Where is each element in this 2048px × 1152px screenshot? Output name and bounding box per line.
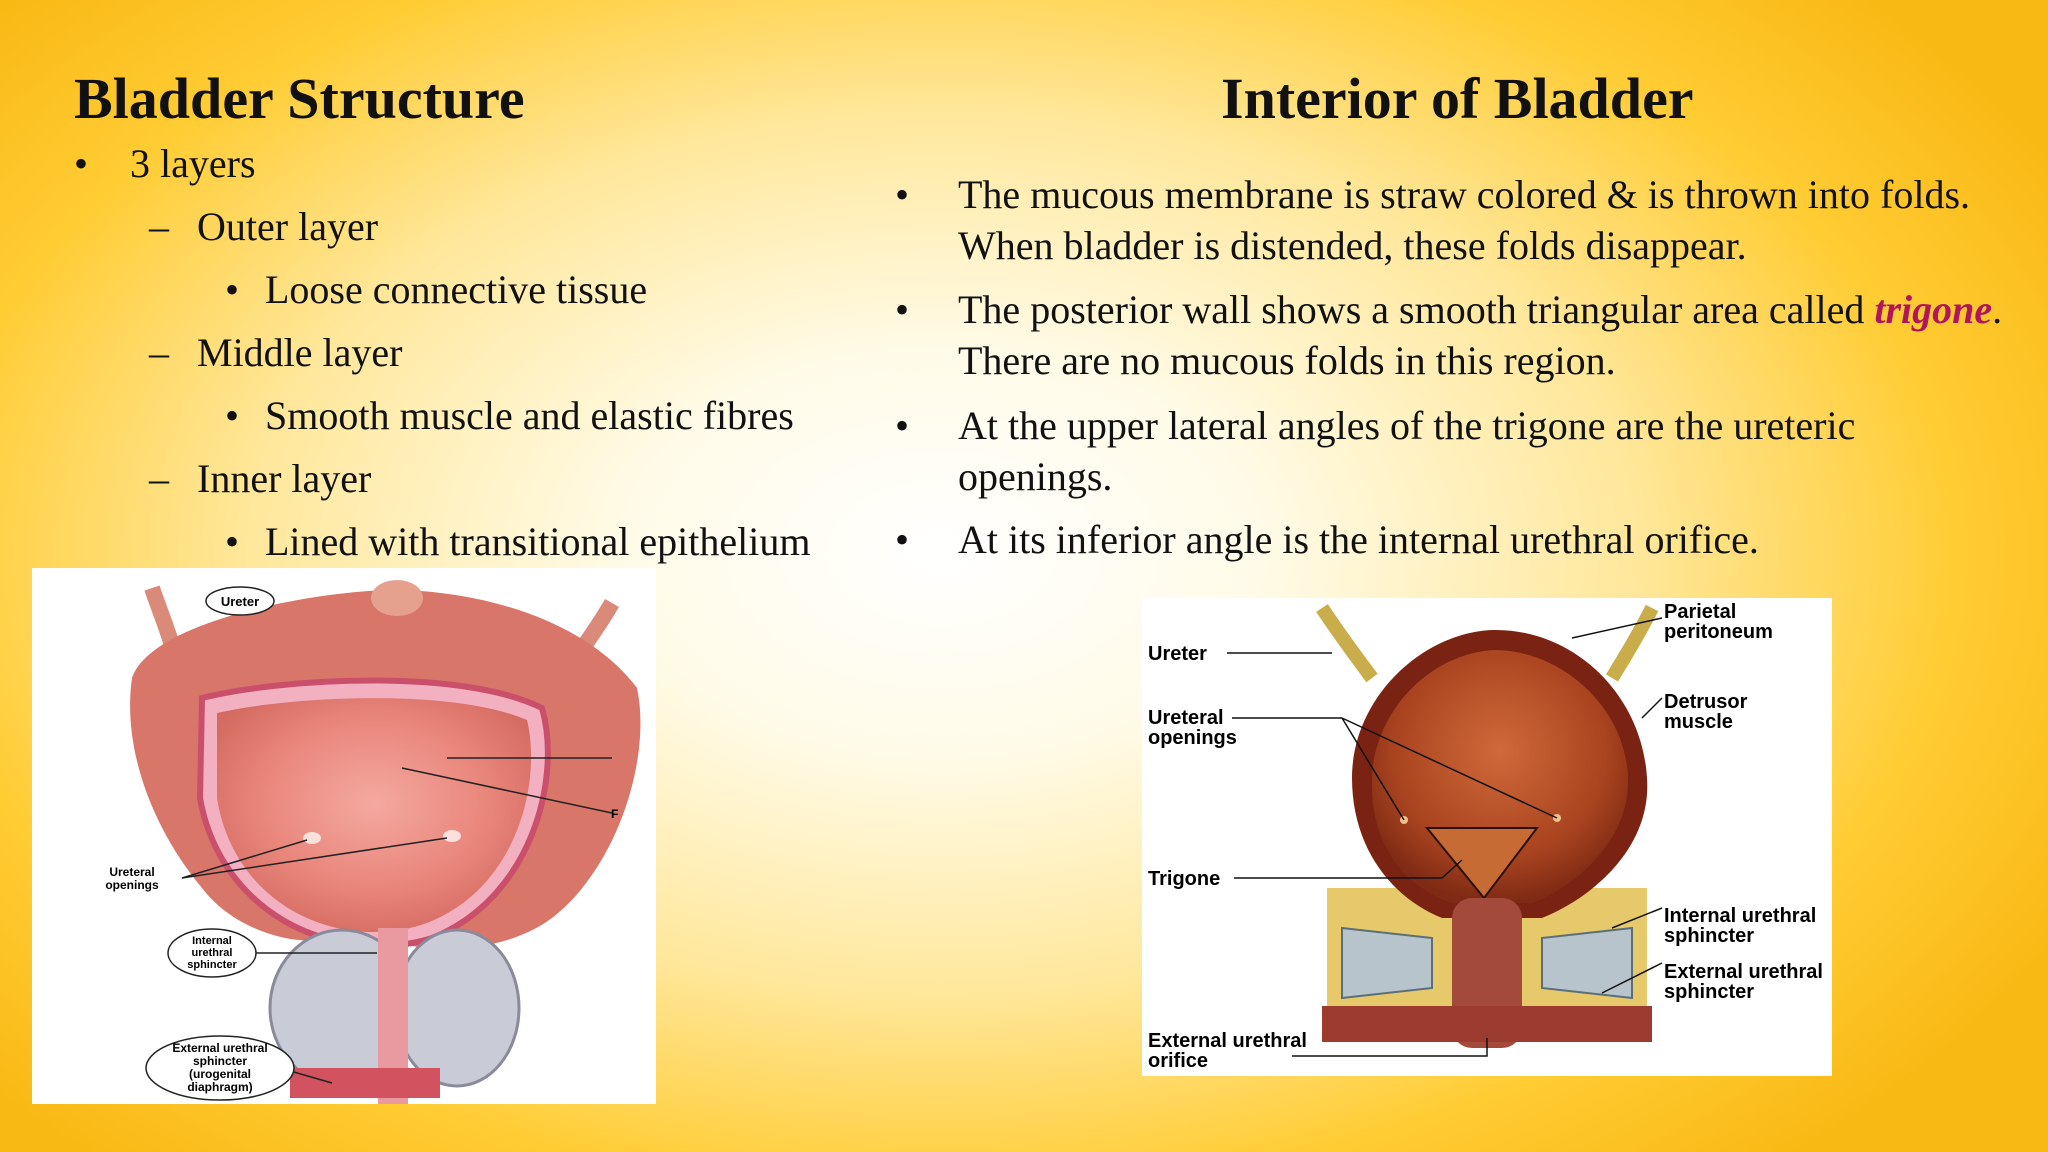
external-sphincter-shape [1322,1006,1652,1042]
leader-line [1292,1038,1488,1057]
ureteral-opening-right [443,830,461,842]
external-sphincter-label-1: External urethral [1664,961,1823,983]
bullet-mucous-membrane: The mucous membrane is straw colored & i… [958,172,1971,268]
internal-sphincter-label-2: sphincter [1664,925,1754,947]
bullet-marker: • [225,519,240,564]
detrusor-muscle-label-1: Detrusor [1664,691,1748,713]
ureteral-openings-label-2: openings [105,878,159,892]
bullet-text: . There are no mucous folds in this regi… [958,287,2003,383]
external-orifice-label-1: External urethral [1148,1030,1307,1052]
internal-sphincter-label-2: urethral [192,947,233,959]
leader-line [1641,697,1663,719]
dash-marker: – [149,456,169,501]
sub-sub-bullet-muscle: • Smooth muscle and elastic fibres [225,392,794,440]
ureter-right-shape [1605,604,1659,682]
ureteral-openings-label-1: Ureteral [1148,707,1224,729]
leader-line [1341,717,1558,819]
leader-line [1341,717,1405,821]
right-title: Interior of Bladder [1221,66,1694,131]
leader-line [1571,617,1663,639]
dash-marker: – [149,330,169,375]
internal-sphincter-left [1341,926,1433,1000]
external-orifice-label-2: orifice [1148,1050,1208,1072]
parietal-peritoneum-label-1: Parietal [1664,601,1736,623]
external-sphincter-label-3: (urogenital [189,1067,251,1081]
bullet-text: The posterior wall shows a smooth triang… [958,287,1875,332]
bullet-marker: • [895,517,910,562]
bullet-posterior-wall: The posterior wall shows a smooth triang… [958,284,2018,386]
ureter-label: Ureter [221,594,259,609]
sub-sub-bullet-connective: • Loose connective tissue [225,266,648,314]
bullet-marker: • [895,172,910,217]
sub-bullet-text: Outer layer [197,204,379,249]
external-sphincter-label-4: diaphragm) [187,1080,252,1094]
ureter-left-shape [1316,604,1378,683]
interior-bladder-figure: Ureter Ureteral openings Trigone Externa… [1142,598,1832,1076]
bullet-marker: • [225,267,240,312]
internal-sphincter-label-3: sphincter [187,959,237,971]
leader-line [181,837,448,879]
leader-line [1611,907,1663,929]
bullet-upper-lateral-angles: At the upper lateral angles of the trigo… [958,403,1856,499]
ureteral-openings-label-2: openings [1148,727,1237,749]
bladder-cavity-shape [217,698,532,933]
sub-bullet-outer-layer: – Outer layer [149,203,379,251]
detrusor-muscle-label-2: muscle [1664,711,1733,733]
urachus-shape [371,580,423,616]
ureter-label: Ureter [1148,643,1207,665]
ureteral-opening-left [303,832,321,844]
leader-line [401,767,613,814]
sub-bullet-text: Middle layer [197,330,403,375]
external-sphincter-shape [290,1068,440,1098]
bullet-text: 3 layers [130,141,256,186]
sub-bullet-middle-layer: – Middle layer [149,329,403,377]
internal-sphincter-label-1: Internal urethral [1664,905,1816,927]
internal-sphincter-label-bubble [167,928,257,978]
sub-sub-bullet-text: Lined with transitional epithelium [265,519,811,564]
internal-sphincter-right [1541,926,1633,1000]
interior-bladder-illustration: Ureter Ureteral openings Trigone Externa… [1148,601,1823,1072]
bullet-marker: • [74,141,89,186]
trigone-shape [1424,827,1540,900]
leader-line [181,839,308,879]
sub-sub-bullet-text: Loose connective tissue [265,267,648,312]
prostate-right-lobe [393,928,521,1088]
trigone-highlight: trigone [1874,287,1993,332]
trigone-label: Trigone [1148,868,1220,890]
parietal-peritoneum-label-2: peritoneum [1664,621,1773,643]
bullet-marker: • [225,393,240,438]
bullet-marker: • [895,287,910,332]
sub-bullet-inner-layer: – Inner layer [149,455,372,503]
ureter-label-bubble [205,586,275,616]
dash-marker: – [149,204,169,249]
external-sphincter-label-bubble [145,1035,295,1101]
leader-line [1601,962,1663,994]
left-title: Bladder Structure [74,66,525,131]
bladder-structure-figure: Ureter F Ureteral openings Internal uret… [32,568,656,1104]
external-sphincter-label-1: External urethral [172,1041,267,1055]
ureteral-openings-label-1: Ureteral [109,865,154,879]
leader-line [1441,859,1463,879]
bladder-structure-illustration: Ureter F Ureteral openings Internal uret… [105,580,641,1104]
external-sphincter-label-2: sphincter [1664,981,1754,1003]
f-marker-label: F [611,807,618,821]
bullet-layers: • 3 layers [74,140,256,188]
bullet-inferior-angle: At its inferior angle is the internal ur… [958,517,1759,562]
bullet-marker: • [895,403,910,448]
internal-sphincter-label-1: Internal [192,935,232,947]
sub-sub-bullet-epithelium: • Lined with transitional epithelium [225,518,811,566]
sub-sub-bullet-text: Smooth muscle and elastic fibres [265,393,794,438]
external-sphincter-label-2: sphincter [193,1054,247,1068]
sub-bullet-text: Inner layer [197,456,372,501]
